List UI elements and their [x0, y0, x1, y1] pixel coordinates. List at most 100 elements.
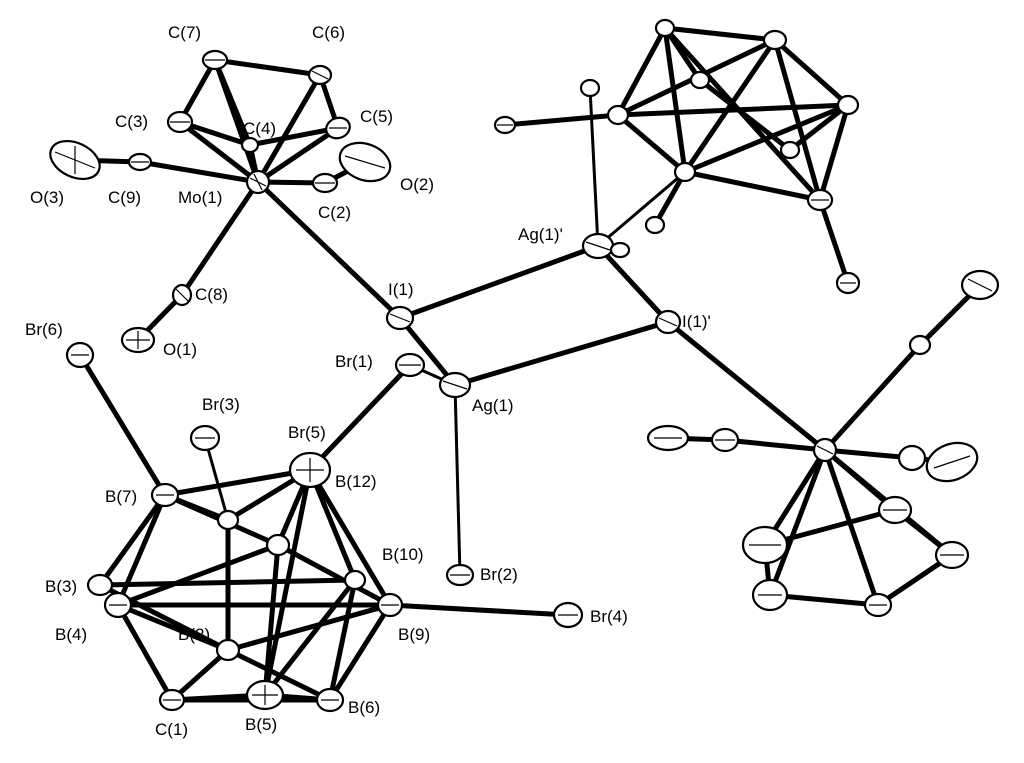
- bond-mo-c8: [179, 179, 261, 298]
- atom-mop-cp2: [877, 495, 913, 525]
- atom-br4: [552, 601, 584, 629]
- bond-cage2-11: [772, 37, 823, 203]
- bond-mo-c6: [255, 72, 323, 185]
- bond-mo-c3: [177, 119, 261, 185]
- atom-mop-co-a: [908, 334, 932, 356]
- bond-b9-br4: [387, 602, 571, 618]
- atom-mop-o-c: [925, 441, 979, 483]
- label-c5: C(5): [360, 107, 393, 126]
- bond-cage2-3: [772, 37, 851, 108]
- bond-c-b9: [275, 542, 393, 608]
- bond-mop-co-b: [722, 437, 828, 453]
- atom-ellipsoids: [49, 18, 1000, 713]
- label-br5: Br(5): [288, 423, 326, 442]
- label-ag1: Ag(1): [472, 396, 514, 415]
- atom-b3: [86, 573, 114, 597]
- bond-mop-cp3: [822, 447, 881, 608]
- label-br2: Br(2): [480, 565, 518, 584]
- bond-ag1p-b: [596, 170, 687, 248]
- label-b2: B(2): [178, 625, 210, 644]
- bond-b4-c: [115, 542, 281, 608]
- label-o2: O(2): [400, 175, 434, 194]
- atom-cage2-c: [762, 29, 788, 51]
- bond-b12-b10: [307, 467, 358, 583]
- bond-cage2-5: [682, 169, 823, 203]
- atom-cage2-d: [836, 94, 860, 116]
- label-c6: C(6): [312, 23, 345, 42]
- label-c9: C(9): [108, 188, 141, 207]
- label-c8: C(8): [195, 285, 228, 304]
- label-b4: B(4): [55, 625, 87, 644]
- bond-i1-ag1p: [397, 243, 601, 321]
- atom-b2: [215, 638, 241, 662]
- bond-cage2-4: [817, 102, 851, 203]
- bond-b7-b12: [162, 467, 313, 498]
- atom-c2: [311, 172, 339, 194]
- bond-cage2-1: [615, 25, 668, 118]
- bond-b6-b9: [327, 602, 393, 703]
- bond-cage2-2: [662, 25, 778, 43]
- label-b5: B(5): [245, 715, 277, 734]
- bond-mop-co-c: [822, 447, 915, 461]
- atom-cage2-e: [806, 188, 834, 212]
- atom-br2: [445, 563, 475, 587]
- bond-mo-c9: [137, 159, 261, 185]
- atom-b9: [376, 592, 404, 618]
- atom-mop-o-b: [646, 424, 690, 452]
- atom-cage2-f: [673, 161, 697, 183]
- atom-mop: [812, 437, 838, 463]
- atom-labels: C(7) C(6) C(3) C(4) C(5) O(3) C(9) Mo(1)…: [25, 23, 711, 739]
- atom-ag1p: [581, 232, 615, 260]
- label-c1: C(1): [155, 720, 188, 739]
- bond-mo-i1: [255, 179, 403, 321]
- label-c3: C(3): [115, 112, 148, 131]
- atom-o1: [120, 326, 156, 354]
- atom-b-mid: [265, 533, 291, 557]
- bond-cage2-8: [662, 25, 688, 175]
- bond-ag1p-brtop: [588, 86, 600, 248]
- bond-i1-ag1: [397, 315, 458, 388]
- bond-b10-b6: [327, 577, 358, 703]
- atom-c9: [127, 152, 153, 172]
- atom-b5: [245, 679, 285, 711]
- bond-cage2-15: [662, 25, 703, 83]
- bond-br3-b: [203, 436, 230, 522]
- bond-cage2-12: [615, 102, 851, 118]
- bond-mo-c5: [255, 125, 341, 185]
- atom-b4: [103, 591, 133, 619]
- label-br3: Br(3): [202, 395, 240, 414]
- atom-c5: [325, 116, 351, 140]
- bond-ag1-br2: [453, 383, 462, 577]
- label-b7: B(7): [105, 487, 137, 506]
- bond-ag1-i1p: [452, 319, 671, 388]
- bond-c7-c3: [177, 57, 218, 125]
- atom-i1p: [654, 309, 682, 335]
- atom-b6: [315, 687, 345, 713]
- label-b3: B(3): [45, 577, 77, 596]
- label-o3: O(3): [30, 188, 64, 207]
- atom-c7: [201, 49, 229, 71]
- bond-cage2-sub2: [817, 197, 851, 286]
- atom-i1: [385, 305, 415, 331]
- atom-b7: [150, 482, 180, 508]
- bond-mop-cp4: [767, 447, 828, 598]
- label-c4: C(4): [243, 119, 276, 138]
- label-br4: Br(4): [590, 607, 628, 626]
- atom-ag1p-ring: [609, 241, 631, 259]
- bond-cage2-13: [682, 102, 851, 175]
- bond-b2-c1: [169, 647, 231, 703]
- atom-o3: [49, 139, 101, 181]
- label-b12: B(12): [335, 472, 377, 491]
- bond-ag1p-i1p: [595, 243, 671, 325]
- bond-cage2-6: [615, 112, 688, 175]
- bond-cage2-16: [787, 102, 851, 153]
- atom-mop-co-c: [897, 444, 927, 472]
- atom-c3: [166, 110, 194, 134]
- atom-mop-cp4: [751, 578, 789, 612]
- label-i1: I(1): [388, 280, 414, 299]
- atom-c8: [171, 283, 193, 307]
- label-mo1: Mo(1): [178, 188, 222, 207]
- atom-cage2-h: [779, 140, 801, 160]
